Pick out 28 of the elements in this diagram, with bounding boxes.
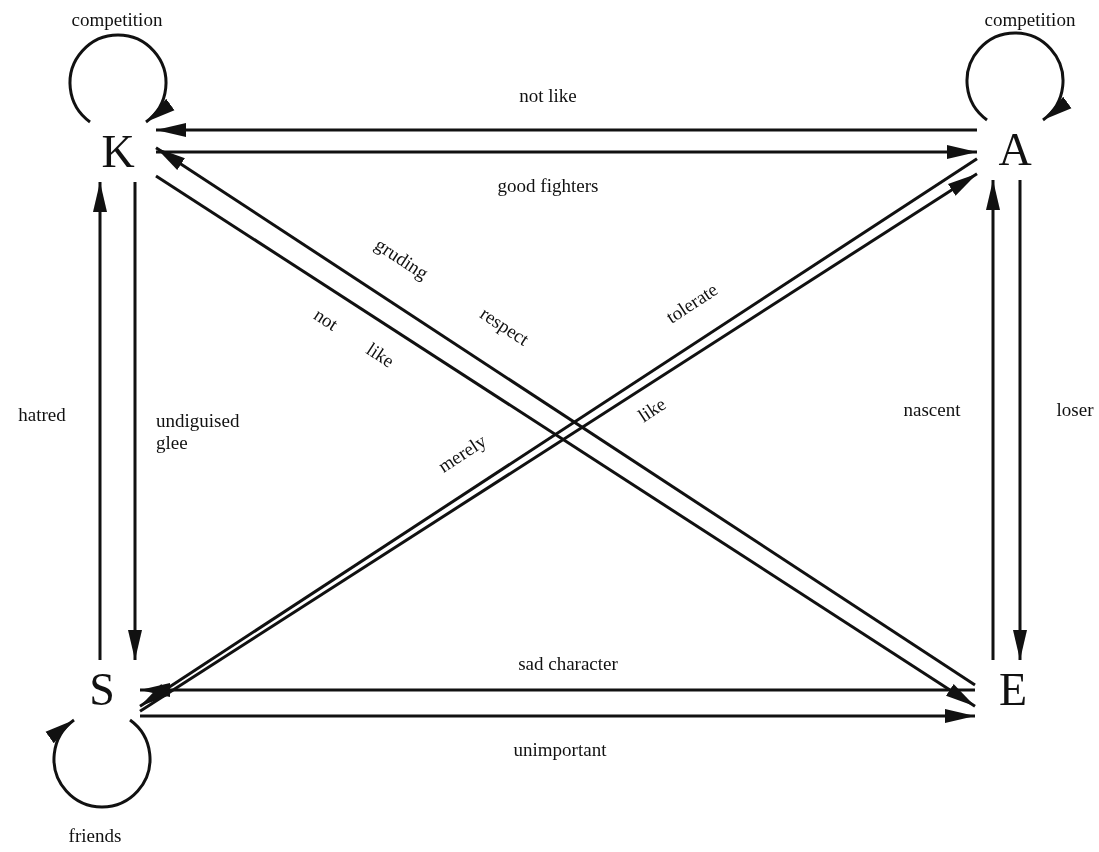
arrow <box>1013 180 1027 660</box>
arrow <box>140 683 975 697</box>
edge-label: friends <box>68 825 122 847</box>
arrow <box>156 123 977 137</box>
edge-label: not like <box>309 303 399 373</box>
edge-label: hatred <box>18 404 66 426</box>
node-letter: K <box>101 129 135 175</box>
edge-label: unimportant <box>513 739 607 761</box>
arrow <box>986 180 1000 660</box>
loop-arrow <box>46 718 152 809</box>
edge-label: good fighters <box>497 175 599 197</box>
edge-label: undiguised glee <box>156 410 241 454</box>
node-letter: S <box>89 667 115 713</box>
node-letter: E <box>998 667 1028 713</box>
node-letter: A <box>998 127 1032 173</box>
arrow <box>140 709 975 723</box>
edge-label: competition <box>984 9 1076 31</box>
edge-label: not like <box>519 85 577 107</box>
arrow <box>128 182 142 660</box>
edge-label: competition <box>71 9 163 31</box>
edge-label: loser <box>1056 399 1094 421</box>
edge-label: sad character <box>518 653 618 675</box>
edge-label: nascent <box>903 399 961 421</box>
arrow <box>93 182 107 660</box>
loop-arrow <box>965 31 1071 122</box>
arrow <box>156 145 977 159</box>
edge-label: like <box>634 393 670 427</box>
loop-arrow <box>68 33 174 124</box>
